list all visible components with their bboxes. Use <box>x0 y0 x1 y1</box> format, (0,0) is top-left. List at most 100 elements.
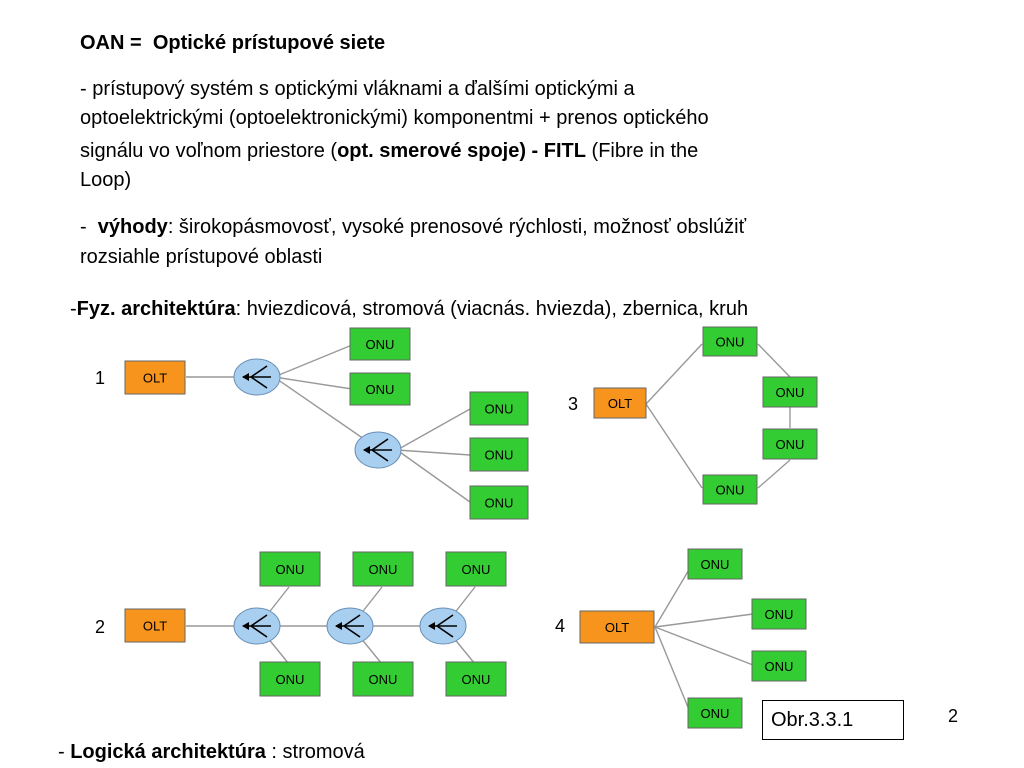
onu-box: ONU <box>469 437 529 472</box>
onu-box: ONU <box>352 551 414 587</box>
connection-line <box>273 344 353 378</box>
onu-box: ONU <box>259 661 321 697</box>
onu-box-rect <box>751 650 807 682</box>
paragraph2-line2: rozsiahle prístupové oblasti <box>80 246 323 268</box>
onu-box-label: ONU <box>716 483 745 498</box>
splitter-arrow <box>343 625 361 638</box>
onu-box-rect <box>469 391 529 426</box>
paragraph2-line1: - výhody: širokopásmovosť, vysoké prenos… <box>80 213 746 242</box>
onu-box-label: ONU <box>765 659 794 674</box>
paragraph2-prefix: - <box>80 216 98 238</box>
olt-box-label: OLT <box>605 620 629 635</box>
onu-box-label: ONU <box>369 562 398 577</box>
onu-box-rect <box>469 485 529 520</box>
paragraph1-line4: Loop) <box>80 169 132 191</box>
onu-box: ONU <box>445 551 507 587</box>
splitter-arrow <box>250 365 268 378</box>
onu-box: ONU <box>445 661 507 697</box>
onu-box-rect <box>349 372 411 406</box>
onu-box-rect <box>349 327 411 361</box>
onu-box: ONU <box>702 474 758 505</box>
onu-box-label: ONU <box>462 562 491 577</box>
splitter-arrow <box>250 625 268 638</box>
splitter-arrow <box>371 449 389 462</box>
onu-box: ONU <box>751 650 807 682</box>
onu-box: ONU <box>751 598 807 630</box>
onu-box: ONU <box>702 326 758 357</box>
onu-box-label: ONU <box>485 448 514 463</box>
onu-box-label: ONU <box>276 562 305 577</box>
splitter-arrow <box>436 614 454 627</box>
paragraph1-line3-post: (Fibre in the <box>585 140 699 162</box>
olt-box: OLT <box>593 387 647 419</box>
olt-box: OLT <box>124 608 186 643</box>
onu-box-label: ONU <box>701 557 730 572</box>
onu-box: ONU <box>469 391 529 426</box>
onu-box: ONU <box>762 376 818 408</box>
onu-box: ONU <box>762 428 818 460</box>
connection-line <box>266 586 290 616</box>
diagram-number: 4 <box>555 616 565 636</box>
onu-box-rect <box>762 428 818 460</box>
connection-line <box>273 376 353 390</box>
connection-line <box>266 636 290 665</box>
onu-box: ONU <box>687 697 743 729</box>
diagram-number: 2 <box>95 617 105 637</box>
onu-box-rect <box>259 661 321 697</box>
onu-box: ONU <box>687 548 743 580</box>
connection-line <box>654 613 754 628</box>
splitter-arrowhead <box>428 622 435 630</box>
onu-box-rect <box>751 598 807 630</box>
onu-box-rect <box>259 551 321 587</box>
onu-box-rect <box>687 548 743 580</box>
architecture-bold: Fyz. architektúra <box>76 298 236 320</box>
splitter-arrow <box>436 625 454 638</box>
paragraph1-line2: optoelektrickými (optoelektronickými) ko… <box>80 107 709 129</box>
diagram-number: 1 <box>95 368 105 388</box>
onu-box-rect <box>702 474 758 505</box>
connection-line <box>654 567 691 628</box>
connection-line <box>396 408 471 451</box>
onu-box-rect <box>687 697 743 729</box>
onu-box-label: ONU <box>716 335 745 350</box>
logical-prefix: - <box>58 741 71 763</box>
connection-line <box>645 403 703 489</box>
diagram-number: 3 <box>568 394 578 414</box>
onu-box: ONU <box>469 485 529 520</box>
onu-box-label: ONU <box>701 706 730 721</box>
splitter-arrow <box>371 438 389 451</box>
page-number: 2 <box>948 706 959 726</box>
onu-box-rect <box>762 376 818 408</box>
paragraph2-bold: výhody <box>97 216 168 238</box>
connection-line <box>359 636 383 665</box>
title-term: OAN = <box>80 32 142 54</box>
olt-box-rect <box>593 387 647 419</box>
onu-box-rect <box>445 551 507 587</box>
splitter-arrow <box>343 614 361 627</box>
olt-box-rect <box>124 608 186 643</box>
onu-box-rect <box>469 437 529 472</box>
connection-line <box>645 343 703 405</box>
onu-box-label: ONU <box>485 496 514 511</box>
splitters <box>233 358 467 645</box>
splitter-arrowhead <box>335 622 342 630</box>
splitter-arrowhead <box>363 446 370 454</box>
onu-box-rect <box>702 326 758 357</box>
olt-box-rect <box>124 360 186 395</box>
paragraph1-line3: signálu vo voľnom priestore (opt. smerov… <box>80 137 698 166</box>
diagram-numbers: 1 2 3 4 <box>95 368 578 637</box>
onu-box-label: ONU <box>366 337 395 352</box>
splitter-arrowhead <box>242 373 249 381</box>
architecture-rest: : hviezdicová, stromová (viacnás. hviezd… <box>235 298 749 320</box>
onu-box: ONU <box>352 661 414 697</box>
architecture-prefix: - <box>70 298 77 320</box>
splitter-icon <box>233 358 281 396</box>
splitter-arrow <box>250 614 268 627</box>
paragraph1-line3-pre: signálu vo voľnom priestore ( <box>80 140 338 162</box>
onu-box-label: ONU <box>462 672 491 687</box>
connection-line <box>654 626 691 713</box>
page-title: OAN = Optické prístupové siete <box>80 29 385 58</box>
onu-box: ONU <box>259 551 321 587</box>
title-definition: Optické prístupové siete <box>152 32 386 54</box>
